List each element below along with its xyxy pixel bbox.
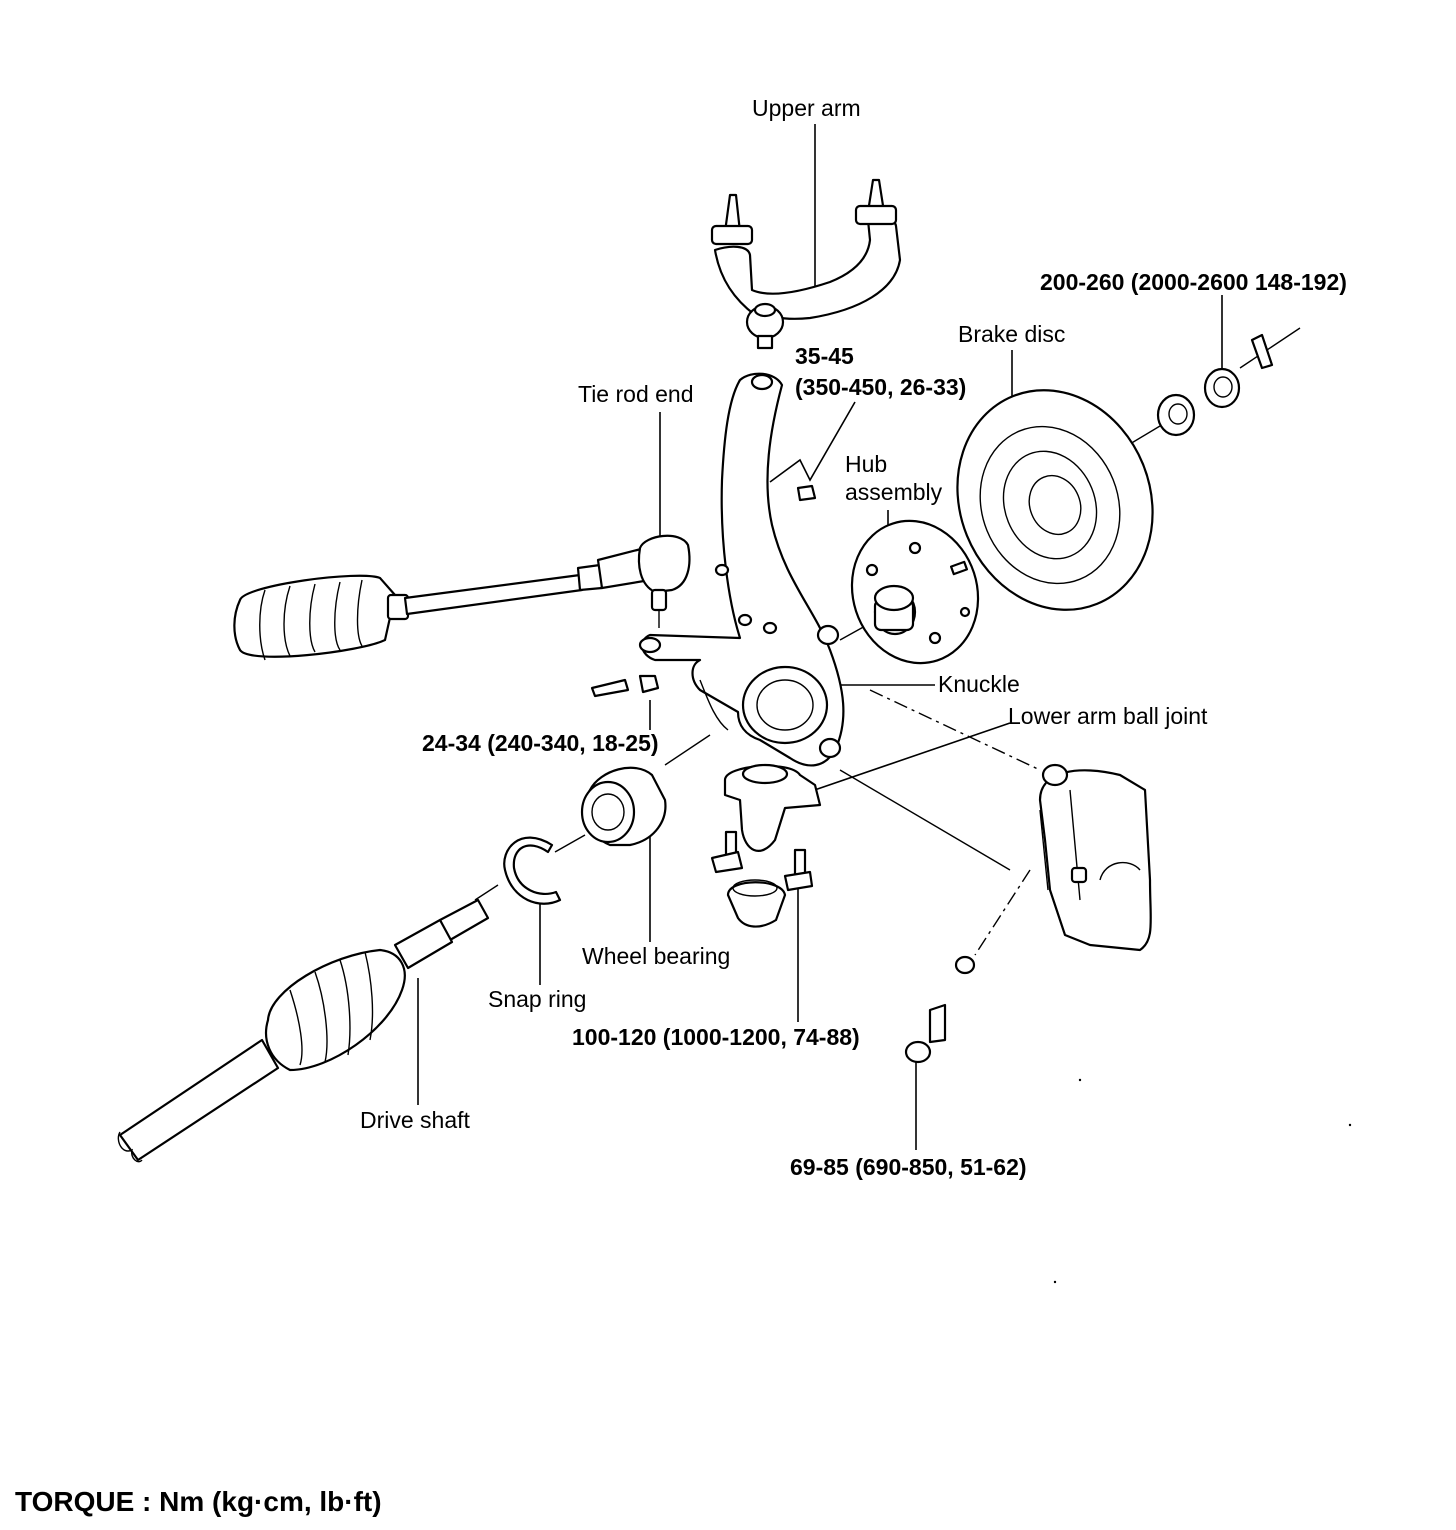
- axis-line-caliper-lower: [839, 769, 1011, 871]
- knuckle-top-nut: [796, 484, 817, 502]
- caliper-bolt-part: [904, 955, 976, 1064]
- brake-disc-part: [956, 389, 1154, 611]
- label-torque-tie-rod-nut: 24-34 (240-340, 18-25): [422, 730, 659, 756]
- axis-line-snap: [554, 834, 586, 853]
- label-torque-hub-nut: 200-260 (2000-2600 148-192): [1040, 269, 1347, 295]
- tie-rod-nut: [638, 674, 660, 694]
- label-brake-disc: Brake disc: [958, 321, 1066, 347]
- label-knuckle: Knuckle: [938, 671, 1020, 697]
- hub-assembly-part: [850, 519, 980, 665]
- brake-caliper-part: [1038, 763, 1152, 952]
- label-tie-rod-end: Tie rod end: [578, 381, 694, 407]
- axis-line-bearing: [664, 734, 711, 766]
- leader-knuckle-top-torque: [769, 401, 856, 483]
- tie-rod-part: [233, 534, 691, 661]
- label-torque-lower-bolt: 100-120 (1000-1200, 74-88): [572, 1024, 860, 1050]
- specks: [1053, 1078, 1352, 1284]
- label-hub-assembly-1: Hub: [845, 451, 888, 477]
- label-torque-knuckle-top-1: 35-45: [795, 343, 854, 369]
- axis-line-caliper-upper: [869, 689, 1041, 771]
- upper-arm-part: [710, 178, 902, 350]
- knuckle-part: [638, 372, 845, 767]
- leader-lower-arm-ball-joint: [799, 722, 1011, 796]
- cotter-pin: [590, 678, 630, 698]
- torque-units-footer: TORQUE : Nm (kg·cm, lb·ft): [15, 1486, 382, 1517]
- label-snap-ring: Snap ring: [488, 986, 587, 1012]
- label-hub-assembly-2: assembly: [845, 479, 943, 505]
- axis-line-top: [1239, 327, 1301, 369]
- axis-line-caliper-bolt: [974, 869, 1031, 956]
- hub-nut-part: [1156, 333, 1274, 437]
- label-upper-arm: Upper arm: [752, 95, 861, 121]
- axis-line-shaft: [474, 884, 499, 901]
- label-torque-knuckle-top-2: (350-450, 26-33): [795, 374, 967, 400]
- label-drive-shaft: Drive shaft: [360, 1107, 470, 1133]
- lower-ball-joint-part: [710, 763, 822, 928]
- small-hardware: [590, 484, 817, 698]
- label-wheel-bearing: Wheel bearing: [582, 943, 731, 969]
- label-lower-arm-ball-joint: Lower arm ball joint: [1008, 703, 1208, 729]
- drive-shaft-part: [117, 898, 490, 1163]
- wheel-bearing-part: [580, 766, 667, 847]
- snap-ring-part: [503, 836, 562, 905]
- label-torque-caliper-bolt: 69-85 (690-850, 51-62): [790, 1154, 1027, 1180]
